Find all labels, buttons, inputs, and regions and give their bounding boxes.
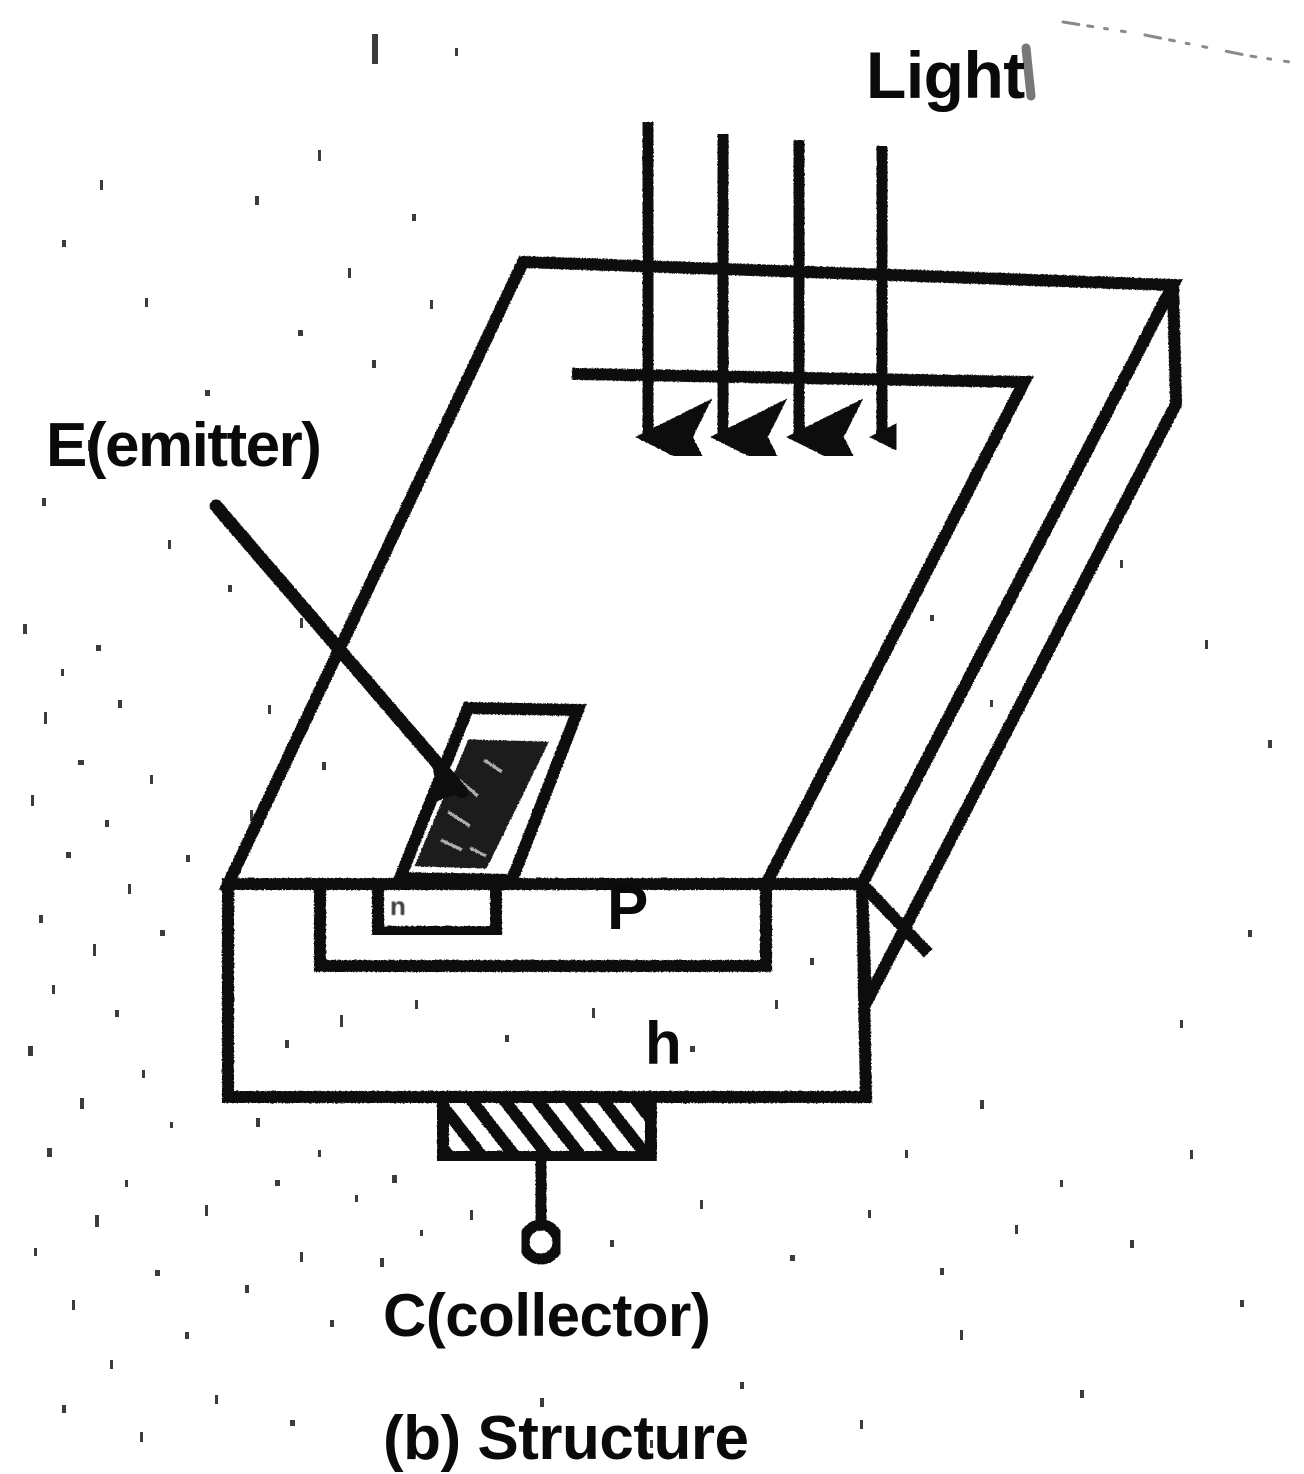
collector-contact-pad xyxy=(437,1091,657,1163)
label-base-region-p: P xyxy=(607,874,649,943)
label-substrate-region-h: h xyxy=(645,1010,682,1077)
slab-front-right-bevel xyxy=(853,875,933,958)
figure-caption: (b) Structure xyxy=(383,1404,749,1473)
label-light: Light xyxy=(866,38,1025,112)
emitter-front-window xyxy=(372,878,502,938)
collector-terminal-node xyxy=(518,1219,564,1265)
label-emitter-region-mark: n xyxy=(390,891,406,921)
collector-lead xyxy=(518,1157,564,1265)
emitter-pointer-line xyxy=(209,499,469,806)
label-collector: C(collector) xyxy=(383,1282,711,1349)
slab-top-face xyxy=(218,255,1183,890)
semiconductor-slab xyxy=(218,255,1183,1103)
emitter-fill-band xyxy=(414,739,549,869)
label-emitter: E(emitter) xyxy=(46,411,322,480)
mesa-front-face xyxy=(314,878,772,972)
scan-artifact-streak xyxy=(1021,20,1292,101)
emitter-region xyxy=(391,701,587,887)
emitter-pointer-arrowhead xyxy=(424,766,462,806)
light-ray-arrows xyxy=(635,122,947,476)
emitter-outline xyxy=(391,701,587,887)
